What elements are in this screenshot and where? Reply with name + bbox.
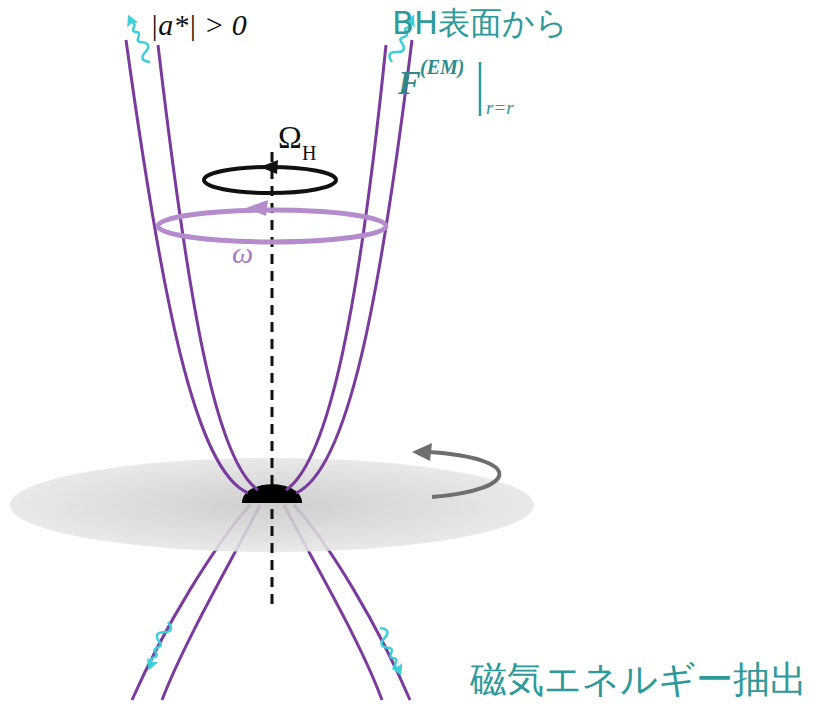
arrowhead (412, 443, 432, 461)
flux-symbol: F (398, 64, 421, 101)
accretion-disk (10, 458, 534, 552)
caption-note: 磁気エネルギー抽出 (470, 660, 807, 701)
subscript: H (302, 142, 316, 164)
black-hole (242, 484, 302, 503)
field-line (126, 40, 412, 493)
angular-velocity-symbol: ω (232, 236, 253, 269)
arrowhead (246, 200, 268, 216)
spin-condition: |a*| > 0 (150, 8, 247, 41)
arrowhead (260, 160, 278, 174)
evaluation-bar (479, 62, 482, 116)
energy-flux-arrow (375, 626, 407, 678)
energy-flux-arrow (143, 620, 174, 673)
flux-superscript: (EM) (420, 56, 464, 78)
note-text: BH表面から (392, 6, 568, 41)
rotation-ring (158, 210, 386, 242)
rotation-axis (271, 152, 274, 605)
rotation-arrow (428, 452, 499, 497)
angular-velocity-symbol: Ω (278, 120, 302, 155)
evaluation-subscript: r=r (486, 98, 514, 119)
